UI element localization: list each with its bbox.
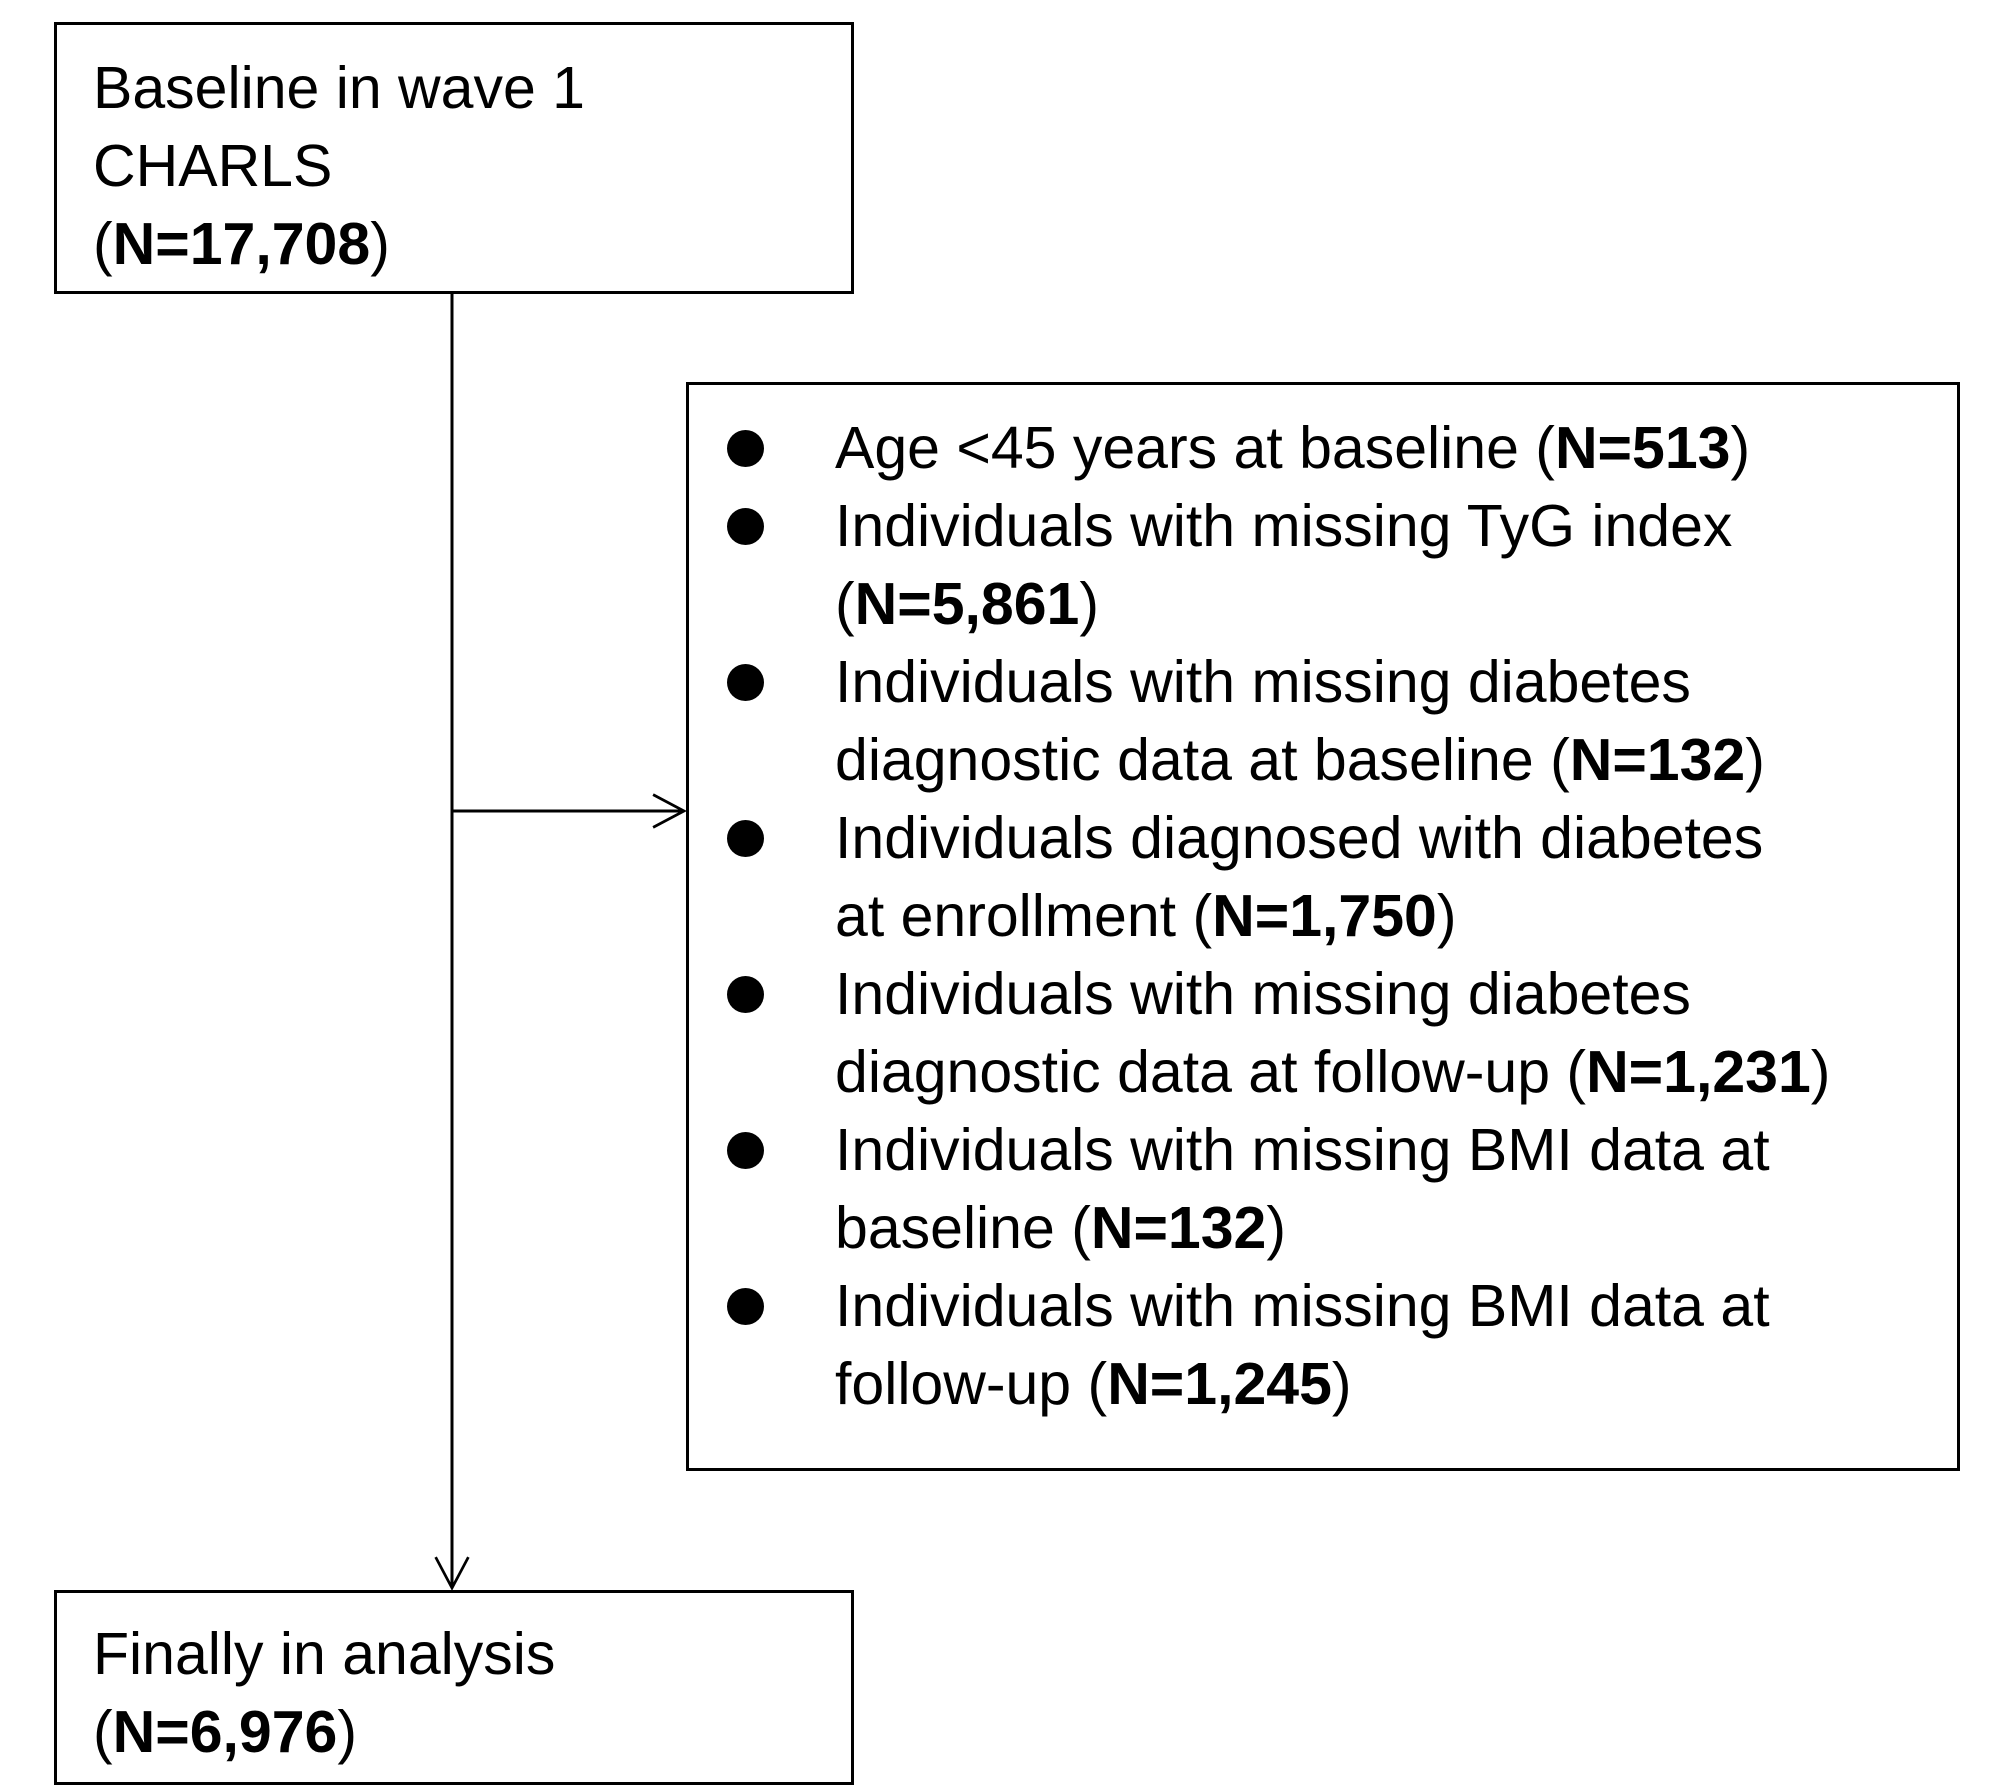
baseline-box: Baseline in wave 1 CHARLS (N=17,708) <box>54 22 854 294</box>
exclusion-count: N=1,231 <box>1586 1039 1811 1105</box>
exclusion-text: diagnostic data at baseline <box>835 727 1534 793</box>
baseline-line-2: CHARLS <box>93 133 333 199</box>
exclusion-item: Individuals diagnosed with diabetes at en… <box>727 799 1957 955</box>
exclusion-item: Individuals with missing diabetes diagnos… <box>727 955 1957 1111</box>
exclusion-item: Individuals with missing BMI data at foll… <box>727 1267 1957 1423</box>
exclusion-text-line: Individuals diagnosed with diabetes <box>835 799 1957 877</box>
exclusion-text-line: Age <45 years at baseline (N=513) <box>835 415 1751 481</box>
exclusion-count: N=1,245 <box>1107 1351 1332 1417</box>
exclusion-text: Age <45 years at baseline <box>835 415 1519 481</box>
bullet-icon <box>727 664 764 701</box>
exclusion-text: Individuals with missing BMI data at <box>835 1117 1770 1183</box>
bullet-icon <box>727 976 764 1013</box>
exclusion-text: Individuals with missing BMI data at <box>835 1273 1770 1339</box>
final-count-line: (N=6,976) <box>93 1699 358 1765</box>
exclusion-text-line: (N=5,861) <box>835 571 1100 637</box>
exclusion-text-line: Individuals with missing BMI data at <box>835 1111 1957 1189</box>
exclusion-text-line: Individuals with missing BMI data at <box>835 1267 1957 1345</box>
exclusion-text: follow-up <box>835 1351 1072 1417</box>
exclusion-text-line: Individuals with missing diabetes <box>835 643 1957 721</box>
baseline-count-line: (N=17,708) <box>93 211 390 277</box>
exclusion-item: Age <45 years at baseline (N=513) <box>727 409 1957 487</box>
exclusion-count: N=132 <box>1569 727 1746 793</box>
exclusion-text-line: diagnostic data at follow-up (N=1,231) <box>835 1039 1831 1105</box>
exclusion-text: Individuals with missing diabetes <box>835 649 1691 715</box>
exclusion-text-line: Individuals with missing diabetes <box>835 955 1957 1033</box>
baseline-line-1: Baseline in wave 1 <box>93 55 585 121</box>
exclusion-count: N=513 <box>1554 415 1731 481</box>
exclusion-text-line: Individuals with missing TyG index <box>835 487 1957 565</box>
bullet-icon <box>727 820 764 857</box>
exclusion-text: Individuals with missing TyG index <box>835 493 1733 559</box>
exclusion-list: Age <45 years at baseline (N=513)Individ… <box>727 409 1957 1423</box>
exclusion-text: diagnostic data at follow-up <box>835 1039 1551 1105</box>
exclusion-box: Age <45 years at baseline (N=513)Individ… <box>686 382 1960 1471</box>
final-analysis-box: Finally in analysis (N=6,976) <box>54 1590 854 1785</box>
final-line-1: Finally in analysis <box>93 1621 556 1687</box>
exclusion-text: Individuals with missing diabetes <box>835 961 1691 1027</box>
baseline-count: N=17,708 <box>112 211 371 277</box>
bullet-icon <box>727 1288 764 1325</box>
exclusion-text-line: follow-up (N=1,245) <box>835 1351 1352 1417</box>
exclusion-text: at enrollment <box>835 883 1177 949</box>
exclusion-text-line: baseline (N=132) <box>835 1195 1287 1261</box>
bullet-icon <box>727 508 764 545</box>
exclusion-text-line: diagnostic data at baseline (N=132) <box>835 727 1765 793</box>
exclusion-item: Individuals with missing diabetes diagnos… <box>727 643 1957 799</box>
exclusion-text: baseline <box>835 1195 1055 1261</box>
bullet-icon <box>727 430 764 467</box>
exclusion-count: N=5,861 <box>854 571 1080 637</box>
exclusion-text-line: at enrollment (N=1,750) <box>835 883 1457 949</box>
exclusion-count: N=1,750 <box>1212 883 1437 949</box>
exclusion-item: Individuals with missing BMI data at base… <box>727 1111 1957 1267</box>
exclusion-count: N=132 <box>1090 1195 1267 1261</box>
exclusion-text: Individuals diagnosed with diabetes <box>835 805 1764 871</box>
final-count: N=6,976 <box>112 1699 338 1765</box>
bullet-icon <box>727 1132 764 1169</box>
exclusion-item: Individuals with missing TyG index (N=5,8… <box>727 487 1957 643</box>
